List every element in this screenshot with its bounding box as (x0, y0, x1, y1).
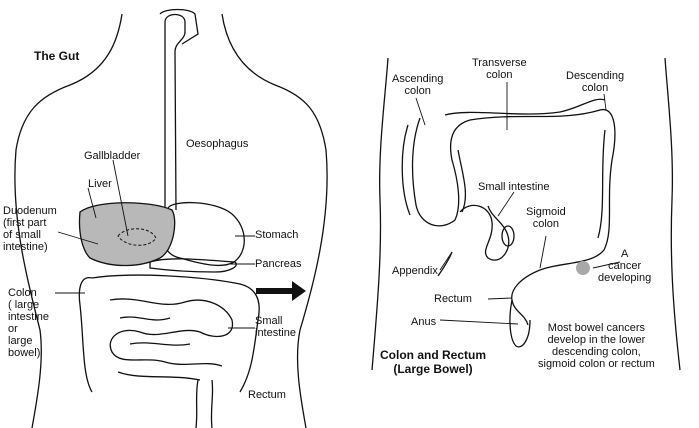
label-colon: Colon ( large intestine or large bowel) (8, 287, 49, 359)
label-small-intestine-left: Small intestine (255, 315, 296, 339)
throat-outline (159, 8, 199, 45)
label-descending-colon: Descending colon (566, 70, 625, 94)
stomach-shape (162, 201, 245, 266)
cancer-spot (576, 261, 590, 275)
right-rectum (509, 299, 531, 348)
label-oesophagus: Oesophagus (186, 138, 249, 150)
label-pancreas: Pancreas (255, 258, 302, 270)
left-body-outline-right (221, 13, 328, 428)
left-body-outline (14, 13, 123, 428)
label-small-intestine-right: Small intestine (478, 181, 550, 193)
label-liver: Liver (88, 178, 112, 190)
bowel-cancer-note: Most bowel cancers develop in the lower … (538, 322, 655, 370)
colon-rectum-title: Colon and Rectum (Large Bowel) (380, 348, 487, 376)
gut-title: The Gut (34, 49, 80, 63)
label-duodenum: Duodenum (first part of small intestine) (3, 205, 57, 253)
label-appendix: Appendix (392, 265, 438, 277)
right-large-bowel (411, 109, 616, 326)
right-arrow-icon (256, 281, 306, 301)
label-ascending-colon: Ascending colon (392, 73, 444, 97)
label-rectum-right: Rectum (434, 293, 472, 305)
oesophagus-tube (164, 13, 186, 212)
left-small-intestine (109, 298, 234, 367)
liver-shape (78, 202, 176, 267)
right-small-intestine (459, 204, 510, 261)
label-gallbladder: Gallbladder (84, 150, 141, 162)
label-rectum-left: Rectum (248, 389, 286, 401)
gallbladder-shape (117, 228, 157, 246)
label-stomach: Stomach (255, 229, 299, 241)
appendix (437, 251, 453, 277)
label-anus: Anus (411, 316, 437, 328)
label-cancer: A cancer developing (598, 248, 652, 284)
left-rectum (195, 379, 214, 428)
right-body-outline (371, 57, 389, 371)
label-sigmoid-colon: Sigmoid colon (526, 206, 566, 230)
label-transverse-colon: Transverse colon (472, 57, 527, 81)
left-colon (78, 274, 260, 393)
pancreas-shape (149, 258, 237, 273)
